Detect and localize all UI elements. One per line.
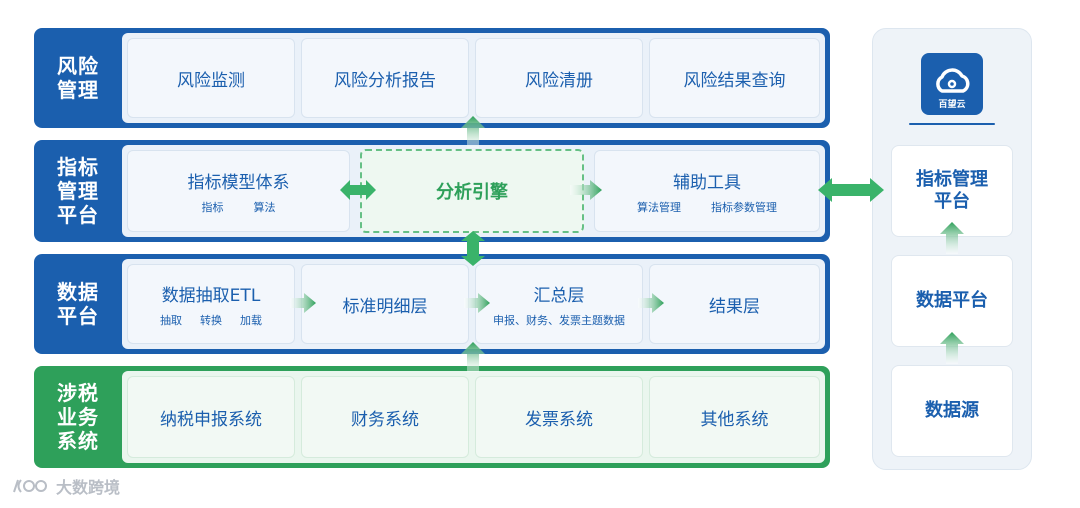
- sub-label: 指标参数管理: [711, 200, 777, 214]
- finance-system-box[interactable]: 财务系统: [301, 376, 469, 458]
- sub-label: 指标: [201, 200, 224, 214]
- other-systems-box[interactable]: 其他系统: [649, 376, 820, 458]
- risk-management-label: 风险 管理: [57, 54, 99, 102]
- summary-layer-box[interactable]: 汇总层 申报、财务、发票主题数据: [475, 264, 643, 344]
- data-platform-label: 数据 平台: [57, 280, 99, 328]
- arrow-engine-data-bidirectional: [461, 231, 485, 266]
- logo-caption: 百望云: [938, 100, 966, 110]
- indicator-platform-panel: 指标模型体系 指标 算法 分析引擎 辅助工具 算法管理 指标参数管理: [122, 145, 825, 237]
- arrow-engine-to-risk: [461, 116, 485, 148]
- watermark-text: 大数跨境: [56, 478, 121, 497]
- arrow-platform-side-bidirectional: [818, 178, 884, 202]
- risk-result-query-box[interactable]: 风险结果查询: [649, 38, 820, 118]
- sub-label: 抽取: [160, 313, 182, 327]
- indicator-model-box[interactable]: 指标模型体系 指标 算法: [127, 150, 350, 232]
- indicator-platform-label: 指标 管理 平台: [57, 155, 99, 227]
- risk-management-row: 风险 管理 风险监测 风险分析报告 风险清册 风险结果查询: [34, 28, 830, 128]
- watermark: 大数跨境: [12, 474, 120, 498]
- etl-box[interactable]: 数据抽取ETL 抽取 转换 加载: [127, 264, 295, 344]
- watermark-logo-icon: [13, 479, 47, 493]
- sub-label: 转换: [200, 313, 222, 327]
- arrow-engine-to-tools: [570, 180, 602, 200]
- arrow-source-to-data-platform: [940, 332, 964, 364]
- side-data-source-box[interactable]: 数据源: [891, 365, 1013, 457]
- tax-business-systems-row: 涉税 业务 系统 纳税申报系统 财务系统 发票系统 其他系统: [34, 366, 830, 468]
- side-indicator-platform-box[interactable]: 指标管理 平台: [891, 145, 1013, 237]
- risk-monitoring-box[interactable]: 风险监测: [127, 38, 295, 118]
- result-layer-box[interactable]: 结果层: [649, 264, 820, 344]
- sub-label: 算法管理: [637, 200, 681, 214]
- indicator-platform-row: 指标 管理 平台 指标模型体系 指标 算法 分析引擎 辅助工具 算法管理 指标参…: [34, 140, 830, 242]
- sub-label: 加载: [240, 313, 262, 327]
- data-platform-row: 数据 平台 数据抽取ETL 抽取 转换 加载 标准明细层 汇总层 申报、财务、发…: [34, 254, 830, 354]
- sub-label: 算法: [253, 200, 276, 214]
- standard-detail-layer-box[interactable]: 标准明细层: [301, 264, 469, 344]
- sub-label: 申报、财务、发票主题数据: [493, 313, 625, 327]
- side-panel: 百望云 指标管理 平台 数据平台 数据源: [872, 28, 1032, 470]
- tax-business-systems-label: 涉税 业务 系统: [57, 381, 99, 453]
- risk-analysis-report-box[interactable]: 风险分析报告: [301, 38, 469, 118]
- baiwang-cloud-logo: 百望云: [921, 53, 983, 115]
- risk-inventory-box[interactable]: 风险清册: [475, 38, 643, 118]
- arrow-tax-to-data: [461, 342, 485, 372]
- arrow-summary-to-result: [638, 293, 664, 313]
- side-data-platform-box[interactable]: 数据平台: [891, 255, 1013, 347]
- tax-declaration-system-box[interactable]: 纳税申报系统: [127, 376, 295, 458]
- logo-divider: [909, 123, 995, 125]
- arrow-detail-to-summary: [464, 293, 490, 313]
- arrow-data-to-indicator-platform: [940, 222, 964, 254]
- arrow-etl-to-detail: [290, 293, 316, 313]
- risk-management-panel: 风险监测 风险分析报告 风险清册 风险结果查询: [122, 33, 825, 123]
- auxiliary-tools-box[interactable]: 辅助工具 算法管理 指标参数管理: [594, 150, 820, 232]
- arrow-model-engine-bidirectional: [340, 180, 376, 200]
- cloud-icon: [936, 68, 970, 93]
- tax-business-systems-panel: 纳税申报系统 财务系统 发票系统 其他系统: [122, 371, 825, 463]
- invoice-system-box[interactable]: 发票系统: [475, 376, 643, 458]
